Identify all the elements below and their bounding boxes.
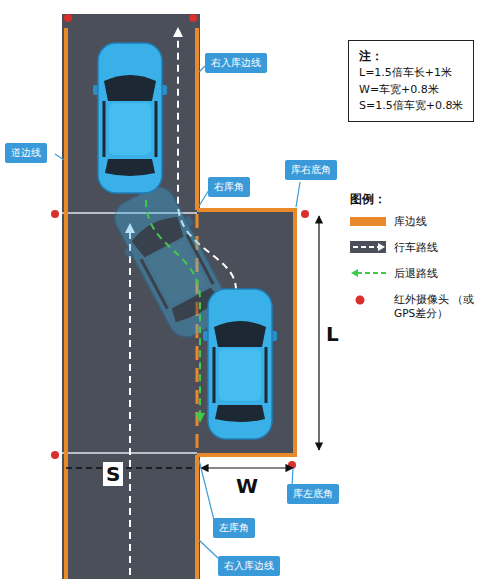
- parking-bay: [197, 210, 295, 455]
- reverse-route: [146, 200, 200, 418]
- node-text: 右库角: [214, 180, 244, 194]
- boundary-lines: [66, 28, 295, 579]
- dimension-line: [318, 216, 319, 450]
- dimension-line: [66, 467, 195, 469]
- legend-item: 行车路线: [350, 240, 438, 254]
- legend-samples: [350, 241, 386, 305]
- callout-tag: 库左底角: [287, 484, 339, 504]
- node-text: 右入库边线: [211, 56, 261, 70]
- dimension-line: [201, 467, 293, 468]
- node-text: W=车宽+0.8米: [359, 82, 463, 99]
- camera-dots: [51, 14, 309, 469]
- callout-tag: 右库角: [208, 177, 250, 197]
- legend-text: 红外摄像头 （或GPS差分）: [394, 292, 490, 320]
- dimension-label: L: [326, 322, 339, 346]
- node-text: 库左底角: [293, 487, 333, 501]
- callout-tag: 右入库边线: [218, 556, 280, 576]
- legend-item: 库边线: [350, 214, 427, 228]
- node-text: S=1.5倍车宽+0.8米: [359, 98, 463, 115]
- dimension-label: S: [103, 462, 123, 486]
- node-text: 注：: [359, 47, 463, 65]
- legend-text: 行车路线: [394, 240, 438, 254]
- callout-tag: 右入库边线: [205, 53, 267, 73]
- legend-text: 后退路线: [394, 266, 438, 280]
- node-text: 库右底角: [291, 163, 331, 177]
- legend-heading: 图例：: [350, 191, 386, 208]
- legend-item: 红外摄像头 （或GPS差分）: [350, 292, 490, 320]
- legend-item: 后退路线: [350, 266, 438, 280]
- car: [93, 43, 167, 193]
- callout-tag: 库右底角: [285, 160, 337, 180]
- node-text: L=1.5倍车长+1米: [359, 65, 463, 82]
- node-text: 道边线: [11, 146, 41, 160]
- driving-route: [129, 228, 131, 575]
- legend-text: 库边线: [394, 214, 427, 228]
- callout-tag: 左库角: [213, 518, 255, 538]
- car: [203, 289, 277, 439]
- legend-swatch: [350, 217, 386, 226]
- node-text: 左库角: [219, 521, 249, 535]
- dimension-label: W: [236, 474, 258, 498]
- callout-pointers: [55, 66, 300, 558]
- node-text: 右入库边线: [224, 559, 274, 573]
- callout-tag: 道边线: [5, 143, 47, 163]
- note-box: 注：L=1.5倍车长+1米W=车宽+0.8米S=1.5倍车宽+0.8米: [348, 40, 474, 122]
